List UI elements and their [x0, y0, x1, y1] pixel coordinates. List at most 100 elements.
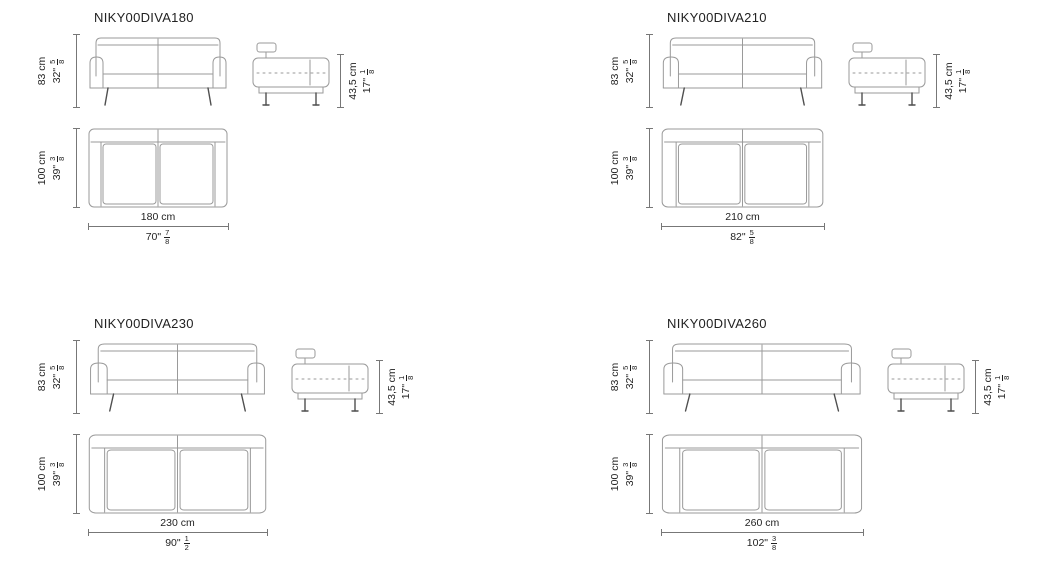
- depth-cm-label: 100 cm: [609, 456, 621, 492]
- sofa-front-view-drawing: [89, 37, 227, 106]
- front-height-dimension-line: [73, 340, 80, 414]
- fraction-denominator: 8: [56, 462, 66, 467]
- front-height-inch-value: 32": [624, 373, 636, 390]
- fraction-denominator: 8: [56, 156, 66, 161]
- depth-inch-value: 39": [624, 164, 636, 181]
- fraction-denominator: 8: [165, 236, 170, 246]
- width-dimension-line: [661, 223, 825, 230]
- depth-inch-value: 39": [51, 164, 63, 181]
- width-dimension-line: [661, 529, 864, 536]
- fraction-denominator: 8: [1001, 375, 1011, 380]
- fraction-denominator: 8: [629, 365, 639, 370]
- fraction-denominator: 8: [56, 365, 66, 370]
- product-code: NIKY00DIVA210: [667, 10, 767, 25]
- side-height-dimension-line: [933, 54, 940, 108]
- front-height-dimension-line: [646, 34, 653, 108]
- width-inch-value: 82": [730, 231, 746, 243]
- fraction-denominator: 8: [629, 59, 639, 64]
- side-height-dimension-line: [337, 54, 344, 108]
- fraction-denominator: 8: [772, 542, 777, 552]
- sofa-front-view-drawing: [662, 37, 823, 106]
- fraction-denominator: 8: [405, 375, 415, 380]
- sofa-top-view-drawing: [88, 128, 228, 208]
- side-height-inch-value: 17": [361, 77, 373, 94]
- width-cm-label: 260 cm: [744, 517, 780, 529]
- fraction-numerator: 1: [183, 533, 190, 544]
- width-cm-label: 180 cm: [140, 211, 176, 223]
- front-height-inch-value: 32": [51, 373, 63, 390]
- width-inch-value: 90": [165, 537, 181, 549]
- front-height-cm-label: 83 cm: [609, 56, 621, 86]
- fraction-denominator: 8: [629, 156, 639, 161]
- sofa-side-view-drawing: [252, 42, 330, 106]
- fraction-denominator: 8: [366, 69, 376, 74]
- fraction-numerator: 7: [164, 227, 171, 238]
- side-height-inch-value: 17": [400, 383, 412, 400]
- side-height-cm-label: 43,5 cm: [386, 368, 398, 406]
- width-dimension-line: [88, 529, 268, 536]
- product-code: NIKY00DIVA180: [94, 10, 194, 25]
- sofa-side-view-drawing: [848, 42, 926, 106]
- depth-dimension-line: [73, 128, 80, 208]
- fraction-denominator: 8: [749, 236, 754, 246]
- fraction-numerator: 3: [771, 533, 778, 544]
- fraction-denominator: 8: [962, 69, 972, 74]
- depth-cm-label: 100 cm: [609, 150, 621, 186]
- sofa-side-view-drawing: [887, 348, 965, 412]
- side-height-cm-label: 43,5 cm: [982, 368, 994, 406]
- product-code: NIKY00DIVA260: [667, 316, 767, 331]
- front-height-dimension-line: [646, 340, 653, 414]
- sofa-front-view-drawing: [89, 343, 266, 412]
- front-height-inch-value: 32": [624, 67, 636, 84]
- sofa-front-view-drawing: [662, 342, 862, 413]
- width-cm-label: 230 cm: [160, 517, 195, 529]
- depth-inch-value: 39": [624, 470, 636, 487]
- sofa-side-view-drawing: [291, 348, 369, 412]
- sofa-top-view-drawing: [661, 434, 863, 514]
- side-height-dimension-line: [972, 360, 979, 414]
- side-height-inch-value: 17": [957, 77, 969, 94]
- depth-dimension-line: [646, 434, 653, 514]
- side-height-dimension-line: [376, 360, 383, 414]
- front-height-cm-label: 83 cm: [609, 362, 621, 392]
- depth-dimension-line: [646, 128, 653, 208]
- front-height-cm-label: 83 cm: [36, 362, 48, 392]
- side-height-cm-label: 43,5 cm: [347, 62, 359, 100]
- fraction-numerator: 5: [748, 227, 755, 238]
- side-height-inch-value: 17": [996, 383, 1008, 400]
- front-height-dimension-line: [73, 34, 80, 108]
